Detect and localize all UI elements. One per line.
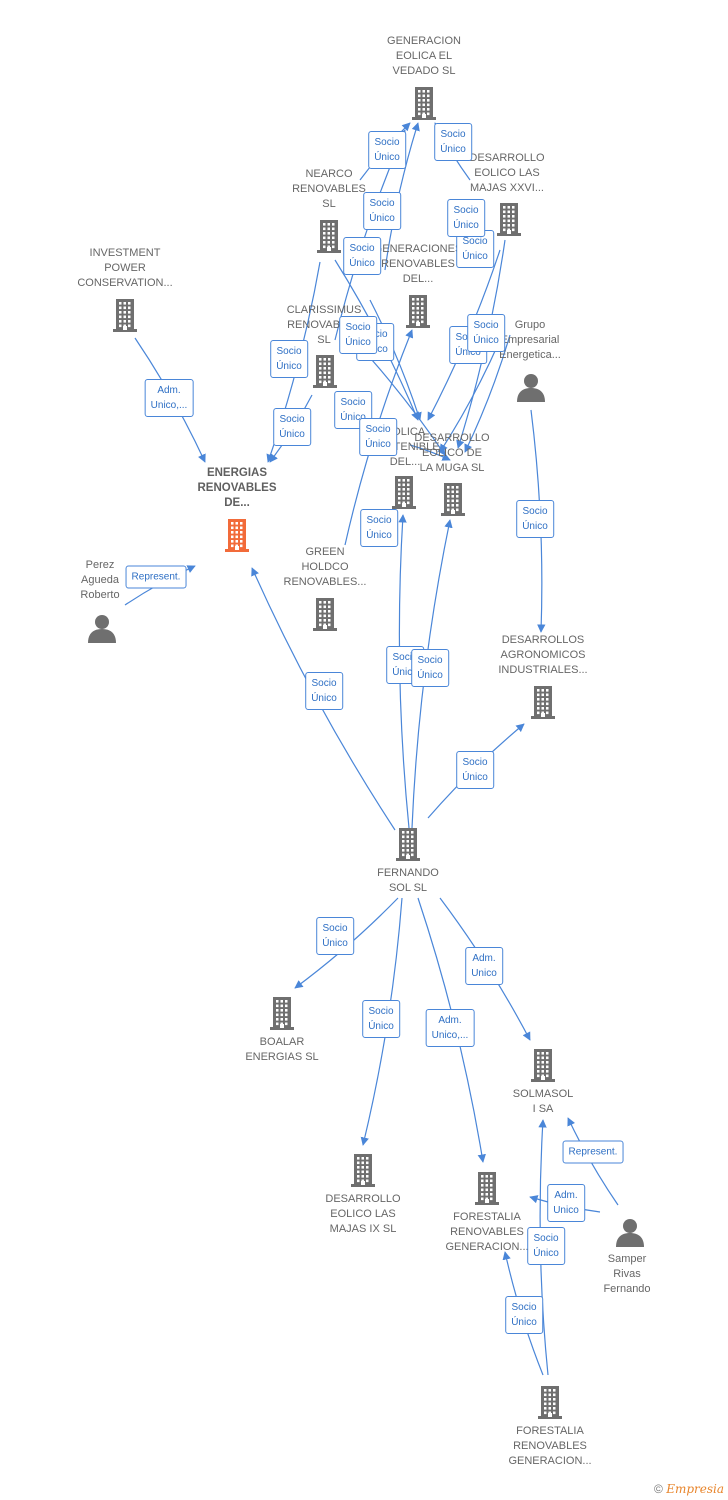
- node-label-eolica_vedado[interactable]: GENERACION EOLICA EL VEDADO SL: [387, 35, 461, 77]
- edge-label[interactable]: Adm. Unico,...: [425, 1009, 475, 1047]
- edge-label[interactable]: Socio Único: [411, 649, 449, 687]
- node-label-green_holdco[interactable]: GREEN HOLDCO RENOVABLES...: [283, 546, 367, 588]
- edge-label[interactable]: Socio Único: [467, 314, 505, 352]
- node-label-gen_renovables_del[interactable]: GENERACIONES RENOVABLES DEL...: [373, 243, 463, 285]
- edge-label[interactable]: Socio Único: [363, 192, 401, 230]
- node-label-grupo_empresarial[interactable]: Grupo Empresarial Energetica...: [499, 319, 561, 361]
- edge-label[interactable]: Socio Único: [359, 418, 397, 456]
- building-icon[interactable]: [268, 996, 296, 1035]
- edge-label[interactable]: Socio Único: [456, 751, 494, 789]
- node-label-eolico_muga[interactable]: DESARROLLO EOLICO DE LA MUGA SL: [414, 432, 490, 474]
- edge-label[interactable]: Adm. Unico: [547, 1184, 585, 1222]
- edge-label[interactable]: Socio Único: [434, 123, 472, 161]
- person-icon[interactable]: [516, 372, 546, 407]
- edge-label[interactable]: Socio Único: [447, 199, 485, 237]
- edge-label[interactable]: Socio Único: [360, 509, 398, 547]
- person-icon[interactable]: [615, 1217, 645, 1252]
- edge-grupo_empresarial-to-eolica_sostenible: [439, 339, 501, 453]
- edge-label[interactable]: Represent.: [125, 565, 187, 589]
- building-icon[interactable]: [439, 482, 467, 521]
- edge-label[interactable]: Socio Único: [305, 672, 343, 710]
- node-label-boalar[interactable]: BOALAR ENERGIAS SL: [245, 1036, 319, 1063]
- building-icon[interactable]: [311, 597, 339, 636]
- building-icon[interactable]: [495, 202, 523, 241]
- building-icon[interactable]: [311, 354, 339, 393]
- node-label-energias_renovables[interactable]: ENERGIAS RENOVABLES DE...: [197, 467, 277, 509]
- node-label-fernando_sol[interactable]: FERNANDO SOL SL: [377, 867, 439, 894]
- person-icon[interactable]: [87, 613, 117, 648]
- building-icon[interactable]: [529, 685, 557, 724]
- edge-label[interactable]: Socio Único: [362, 1000, 400, 1038]
- edge-label[interactable]: Adm. Unico: [465, 947, 503, 985]
- edge-label[interactable]: Socio Único: [316, 917, 354, 955]
- node-label-solmasol[interactable]: SOLMASOL I SA: [512, 1088, 574, 1115]
- node-label-samper[interactable]: Samper Rivas Fernando: [603, 1253, 651, 1295]
- building-icon[interactable]: [111, 298, 139, 337]
- node-label-investment_power[interactable]: INVESTMENT POWER CONSERVATION...: [77, 247, 173, 289]
- edge-label[interactable]: Socio Único: [270, 340, 308, 378]
- edge-label[interactable]: Socio Único: [527, 1227, 565, 1265]
- building-icon[interactable]: [536, 1385, 564, 1424]
- node-label-agronomicos[interactable]: DESARROLLOS AGRONOMICOS INDUSTRIALES...: [498, 634, 588, 676]
- building-icon[interactable]: [404, 294, 432, 333]
- edge-label[interactable]: Represent.: [562, 1140, 624, 1164]
- edge-label[interactable]: Socio Único: [339, 316, 377, 354]
- edge-gen_renovables_del-to-eolica_sostenible: [369, 299, 422, 421]
- node-label-majas_xxvi[interactable]: DESARROLLO EOLICO LAS MAJAS XXVI...: [469, 152, 545, 194]
- building-icon[interactable]: [394, 827, 422, 866]
- building-icon[interactable]: [410, 86, 438, 125]
- copyright-symbol: ©: [654, 1482, 663, 1496]
- building-icon[interactable]: [349, 1153, 377, 1192]
- edge-label[interactable]: Socio Único: [343, 237, 381, 275]
- edge-grupo_empresarial-to-eolico_muga: [464, 334, 511, 453]
- building-icon[interactable]: [473, 1171, 501, 1210]
- building-icon[interactable]: [315, 219, 343, 258]
- edge-label[interactable]: Socio Único: [273, 408, 311, 446]
- building-icon[interactable]: [390, 475, 418, 514]
- node-label-nearco[interactable]: NEARCO RENOVABLES SL: [292, 168, 366, 210]
- edge-eolica_sostenible-to-eolico_muga: [409, 444, 451, 461]
- focus-building-icon[interactable]: [223, 518, 251, 557]
- node-label-forestalia_a[interactable]: FORESTALIA RENOVABLES GENERACION...: [445, 1211, 529, 1253]
- node-label-perez[interactable]: Perez Agueda Roberto: [80, 559, 120, 601]
- node-label-clarissimus[interactable]: CLARISSIMUS RENOVABLES SL: [286, 304, 362, 346]
- edge-label[interactable]: Socio Único: [516, 500, 554, 538]
- edge-label[interactable]: Adm. Unico,...: [144, 379, 194, 417]
- node-label-majas_ix[interactable]: DESARROLLO EOLICO LAS MAJAS IX SL: [325, 1193, 401, 1235]
- edge-label[interactable]: Socio Único: [368, 131, 406, 169]
- building-icon[interactable]: [529, 1048, 557, 1087]
- edge-label[interactable]: Socio Único: [505, 1296, 543, 1334]
- footer: © Empresia: [654, 1482, 724, 1496]
- brand-logo[interactable]: Empresia: [666, 1482, 724, 1496]
- node-label-forestalia_b[interactable]: FORESTALIA RENOVABLES GENERACION...: [508, 1425, 592, 1467]
